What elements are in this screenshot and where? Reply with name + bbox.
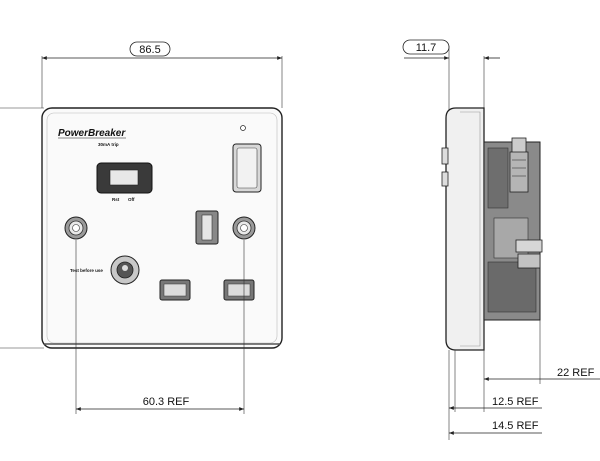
dim-front-width: 86.5 xyxy=(139,44,160,56)
dim-box-side-depth xyxy=(402,39,450,55)
brand-label: PowerBreaker xyxy=(58,128,126,139)
dim-side-ref-14-5: 14.5 REF xyxy=(492,420,539,432)
dim-side-ref-22: 22 REF xyxy=(557,367,595,379)
terminal-screws xyxy=(509,137,543,269)
dim-pin-spacing: 60.3 REF xyxy=(143,396,190,408)
reset-label: Rst xyxy=(112,197,120,202)
right-fixing-screw xyxy=(232,216,256,240)
dim-side-depth: 11.7 xyxy=(416,42,437,54)
off-label: Off xyxy=(128,197,135,202)
indicator-dot xyxy=(240,125,246,131)
front-view: 86.5 PowerBreaker 30mA trip Rst Off xyxy=(0,41,283,414)
side-view: 11.7 22 REF 12.5 REF xyxy=(402,39,600,440)
left-fixing-screw xyxy=(64,216,88,240)
dim-box-front-width xyxy=(129,41,171,57)
test-button xyxy=(110,255,140,285)
rating-label: 30mA trip xyxy=(98,142,119,147)
dim-side-ref-12-5: 12.5 REF xyxy=(492,396,539,408)
test-label: Test before use xyxy=(70,268,103,273)
faceplate-profile xyxy=(445,107,485,351)
